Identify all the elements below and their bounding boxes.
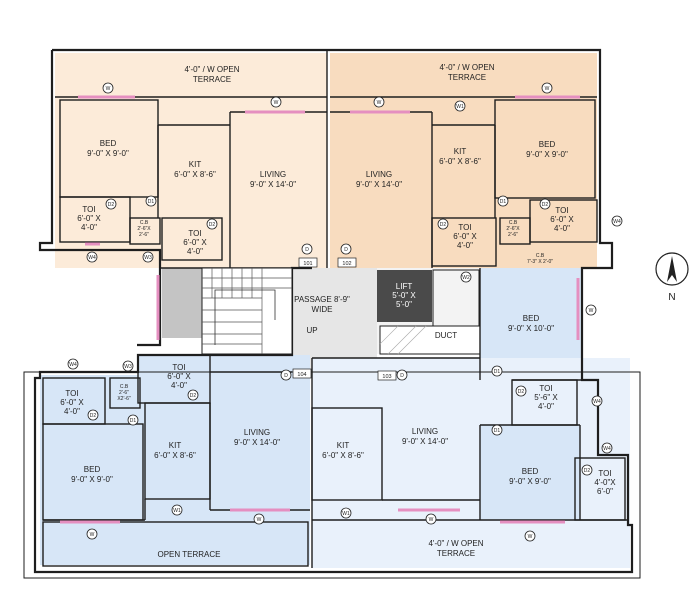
- marker-d2: D2: [518, 389, 525, 395]
- flat-no-104: 104: [297, 372, 306, 378]
- marker-w3: W3: [144, 255, 152, 261]
- flat-103-walls: [311, 268, 628, 568]
- marker-w: W: [90, 532, 95, 538]
- passage-label: PASSAGE 8'-9"WIDE: [294, 295, 350, 314]
- marker-w4: W4: [593, 399, 601, 405]
- marker-w: W: [528, 534, 533, 540]
- north-compass: N: [655, 252, 689, 303]
- lobby-box: [432, 269, 480, 327]
- flat-number-tags: 101 102 103 104: [292, 257, 397, 381]
- stair-landing: [162, 268, 202, 338]
- marker-w4: W4: [69, 362, 77, 368]
- stair-core: [160, 267, 293, 355]
- flat-no-102: 102: [342, 261, 351, 267]
- marker-d2: D2: [190, 393, 197, 399]
- duct-hatch: [379, 325, 481, 355]
- plot-boundary: [23, 371, 641, 579]
- marker-d1: D1: [500, 199, 507, 205]
- marker-d: D: [284, 373, 288, 379]
- marker-d2: D2: [440, 222, 447, 228]
- marker-w3: W3: [124, 364, 132, 370]
- marker-w4: W4: [88, 255, 96, 261]
- marker-w4: W4: [613, 219, 621, 225]
- marker-w1: W1: [456, 104, 464, 110]
- marker-d: D: [344, 247, 348, 253]
- marker-w: W: [589, 308, 594, 314]
- flat-102-floor: [330, 53, 597, 268]
- marker-w2: W2: [462, 275, 470, 281]
- marker-w: W: [429, 517, 434, 523]
- marker-d: D: [400, 373, 404, 379]
- marker-d2: D2: [542, 202, 549, 208]
- marker-d: D: [305, 247, 309, 253]
- flat-no-101: 101: [303, 261, 312, 267]
- flat-101-floor: [55, 53, 327, 268]
- marker-w: W: [274, 100, 279, 106]
- marker-w: W: [545, 86, 550, 92]
- marker-w: W: [257, 517, 262, 523]
- marker-d1: D1: [494, 369, 501, 375]
- marker-d1: D1: [148, 199, 155, 205]
- marker-d2: D2: [108, 202, 115, 208]
- windows: [60, 95, 580, 524]
- flat-no-103: 103: [382, 374, 391, 380]
- opening-markers: W W W W W W W W W W1 W1 W1 W2 W3 W3 W4 W…: [67, 82, 623, 542]
- marker-w: W: [106, 86, 111, 92]
- north-arrow-icon: [667, 256, 677, 282]
- duct-label: DUCT: [435, 331, 457, 340]
- flat-104-floor: [138, 355, 310, 565]
- marker-w4: W4: [603, 446, 611, 452]
- compass-label: N: [668, 292, 675, 303]
- marker-d1: D1: [494, 428, 501, 434]
- flat-103-floor: [312, 358, 630, 568]
- marker-w1: W1: [342, 511, 350, 517]
- marker-w1: W1: [173, 508, 181, 514]
- marker-d2: D2: [209, 222, 216, 228]
- marker-d2: D2: [90, 413, 97, 419]
- outer-wall-left: [38, 50, 162, 347]
- marker-w: W: [377, 100, 382, 106]
- flat-103-bed-floor: [480, 425, 580, 520]
- marker-d1: D1: [130, 418, 137, 424]
- lift-shaft: [377, 270, 432, 322]
- marker-d2: D2: [584, 468, 591, 474]
- terrace-104-label: OPEN TERRACE: [158, 550, 221, 559]
- up-label: UP: [306, 326, 317, 335]
